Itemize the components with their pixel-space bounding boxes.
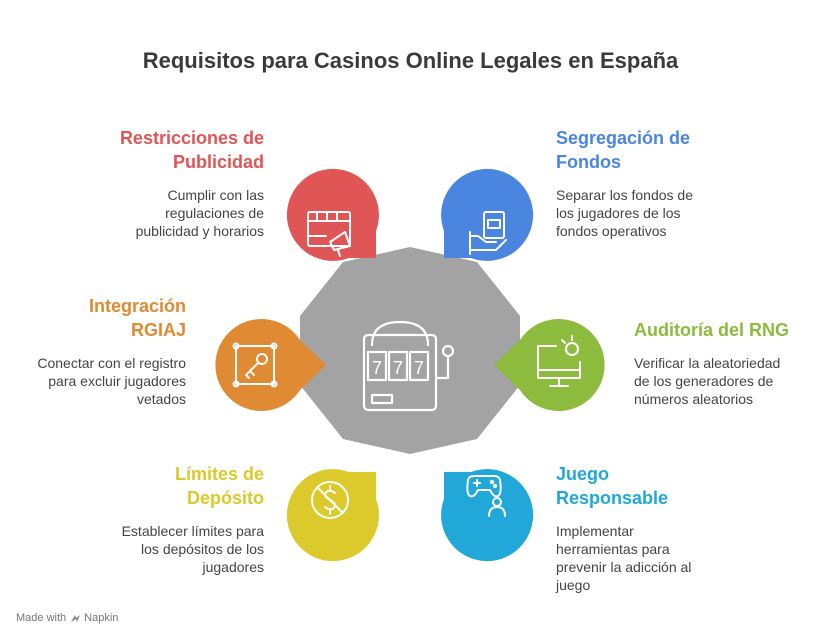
advertising-icon bbox=[307, 211, 351, 257]
restricciones-desc-line: publicidad y horarios bbox=[135, 223, 264, 239]
limites-desc-line: jugadores bbox=[202, 559, 265, 575]
segregacion-desc-line: los jugadores de los bbox=[556, 205, 681, 221]
segregacion-desc-line: fondos operativos bbox=[556, 223, 667, 239]
slot-machine-icon bbox=[362, 320, 455, 412]
juego-desc: Implementar herramientas para prevenir l… bbox=[556, 522, 796, 594]
segregacion-desc-line: Separar los fondos de bbox=[556, 187, 693, 203]
integracion-node bbox=[215, 319, 326, 411]
segregacion-title-line: Segregación de bbox=[556, 128, 691, 148]
segregacion-title: Segregación de Fondos bbox=[556, 126, 796, 174]
juego-desc-line: juego bbox=[556, 577, 591, 593]
made-with-label: Made with bbox=[16, 612, 67, 624]
limites-desc-line: Establecer límites para bbox=[121, 523, 264, 539]
napkin-link[interactable]: Napkin bbox=[70, 612, 118, 624]
limites-title-line: Límites de bbox=[174, 464, 264, 484]
limites-desc: Establecer límites para los depósitos de… bbox=[60, 522, 264, 576]
auditoria-desc: Verificar la aleatoriedad de los generad… bbox=[634, 354, 814, 408]
restricciones-desc-line: Cumplir con las bbox=[167, 187, 264, 203]
integracion-desc-line: vetados bbox=[136, 391, 186, 407]
limites-desc-line: los depósitos de los bbox=[141, 541, 264, 557]
juego-desc-line: herramientas para bbox=[556, 541, 670, 557]
limites-title: Límites de Depósito bbox=[60, 462, 264, 510]
napkin-logo-icon bbox=[71, 614, 81, 622]
segregacion-node bbox=[441, 168, 534, 261]
auditoria-desc-line: Verificar la aleatoriedad bbox=[634, 355, 781, 371]
napkin-brand-label: Napkin bbox=[84, 612, 119, 624]
limites-title-line: Depósito bbox=[186, 488, 264, 508]
slot-digit-3: 7 bbox=[414, 358, 424, 378]
diagram-title: Requisitos para Casinos Online Legales e… bbox=[142, 48, 679, 73]
juego-desc-line: Implementar bbox=[556, 523, 634, 539]
juego-node bbox=[441, 469, 534, 562]
monitor-icon bbox=[537, 335, 581, 387]
restricciones-title-line: Restricciones de bbox=[119, 128, 264, 148]
juego-title-line: Juego bbox=[556, 464, 610, 484]
juego-desc-line: prevenir la adicción al bbox=[556, 559, 692, 575]
restricciones-title-line: Publicidad bbox=[172, 152, 264, 172]
segregacion-title-line: Fondos bbox=[556, 152, 621, 172]
auditoria-title: Auditoría del RNG bbox=[634, 318, 814, 342]
center-hub bbox=[300, 247, 520, 454]
integracion-title-line: RGIAJ bbox=[130, 320, 186, 340]
slot-digit-1: 7 bbox=[372, 358, 382, 378]
integracion-desc: Conectar con el registro para excluir ju… bbox=[20, 354, 186, 408]
integracion-title-line: Integración bbox=[88, 296, 186, 316]
slot-digit-2: 7 bbox=[393, 358, 403, 378]
restricciones-node bbox=[286, 168, 379, 261]
restricciones-title: Restricciones de Publicidad bbox=[60, 126, 264, 174]
auditoria-node bbox=[494, 319, 605, 411]
juego-title-line: Responsable bbox=[556, 488, 669, 508]
no-money-icon bbox=[311, 481, 349, 519]
cash-hand-icon bbox=[469, 211, 507, 255]
restricciones-desc-line: regulaciones de bbox=[165, 205, 264, 221]
integracion-title: Integración RGIAJ bbox=[20, 294, 186, 342]
auditoria-desc-line: de los generadores de bbox=[634, 373, 774, 389]
key-icon bbox=[232, 342, 278, 388]
gamer-icon bbox=[466, 475, 506, 517]
auditoria-desc-line: números aleatorios bbox=[634, 391, 754, 407]
integracion-desc-line: para excluir jugadores bbox=[48, 373, 186, 389]
integracion-desc-line: Conectar con el registro bbox=[37, 355, 186, 371]
restricciones-desc: Cumplir con las regulaciones de publicid… bbox=[60, 186, 264, 240]
segregacion-desc: Separar los fondos de los jugadores de l… bbox=[556, 186, 796, 240]
footer: Made with Napkin bbox=[16, 612, 118, 624]
juego-title: Juego Responsable bbox=[556, 462, 796, 510]
limites-node bbox=[286, 469, 379, 562]
auditoria-title-line: Auditoría del RNG bbox=[634, 320, 790, 340]
